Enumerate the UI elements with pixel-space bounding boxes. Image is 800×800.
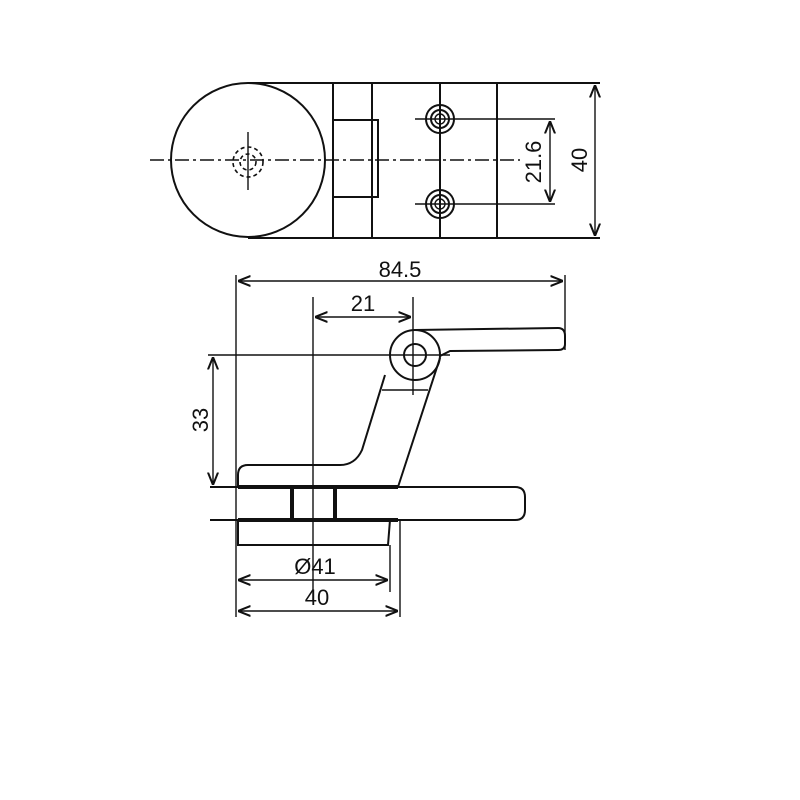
hinge-block xyxy=(332,119,379,198)
lever-arm xyxy=(237,357,441,488)
glass-plate xyxy=(210,486,526,521)
pivot-hidden-circle xyxy=(232,132,264,190)
top-view: 21.6 40 xyxy=(150,82,600,239)
side-view: 84.5 21 33 Ø41 40 xyxy=(188,257,566,617)
dim-overall-length-label: 84.5 xyxy=(379,257,422,282)
dim-width-label: 40 xyxy=(567,148,592,172)
dim-hole-spacing-label: 21.6 xyxy=(521,141,546,184)
dim-diameter-label: Ø41 xyxy=(294,554,336,579)
dim-base-width-label: 40 xyxy=(305,585,329,610)
base-block xyxy=(237,519,391,546)
dim-height-label: 33 xyxy=(188,408,213,432)
dim-pivot-offset-label: 21 xyxy=(351,291,375,316)
